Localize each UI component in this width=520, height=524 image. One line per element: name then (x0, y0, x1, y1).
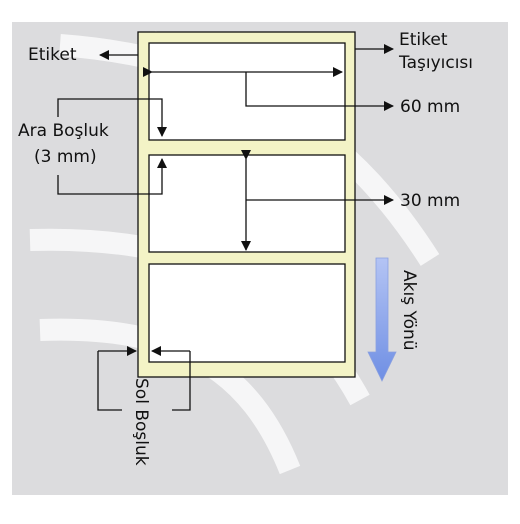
width-leader-arrow (245, 72, 394, 111)
feed-direction-label: Akış Yönü (399, 270, 419, 351)
gap-label-line2: (3 mm) (34, 147, 97, 167)
left-margin-bracket-left (97, 351, 122, 411)
left-margin-label: Sol Boşluk (131, 378, 151, 466)
gap-label-line1: Ara Boşluk (18, 121, 109, 141)
width-label: 60 mm (400, 97, 460, 117)
height-label: 30 mm (400, 191, 460, 211)
feed-direction-arrow (367, 257, 397, 382)
label-2 (148, 154, 346, 253)
gap-bottom-arrow (57, 158, 167, 195)
label-3 (148, 263, 346, 363)
left-margin-bracket-right (172, 351, 191, 411)
carrier-label-line1: Etiket (399, 30, 448, 50)
gap-top-arrow (57, 98, 167, 137)
label-1 (148, 42, 346, 141)
carrier-label-line2: Taşıyıcısı (398, 53, 473, 73)
etiket-label: Etiket (28, 45, 77, 65)
